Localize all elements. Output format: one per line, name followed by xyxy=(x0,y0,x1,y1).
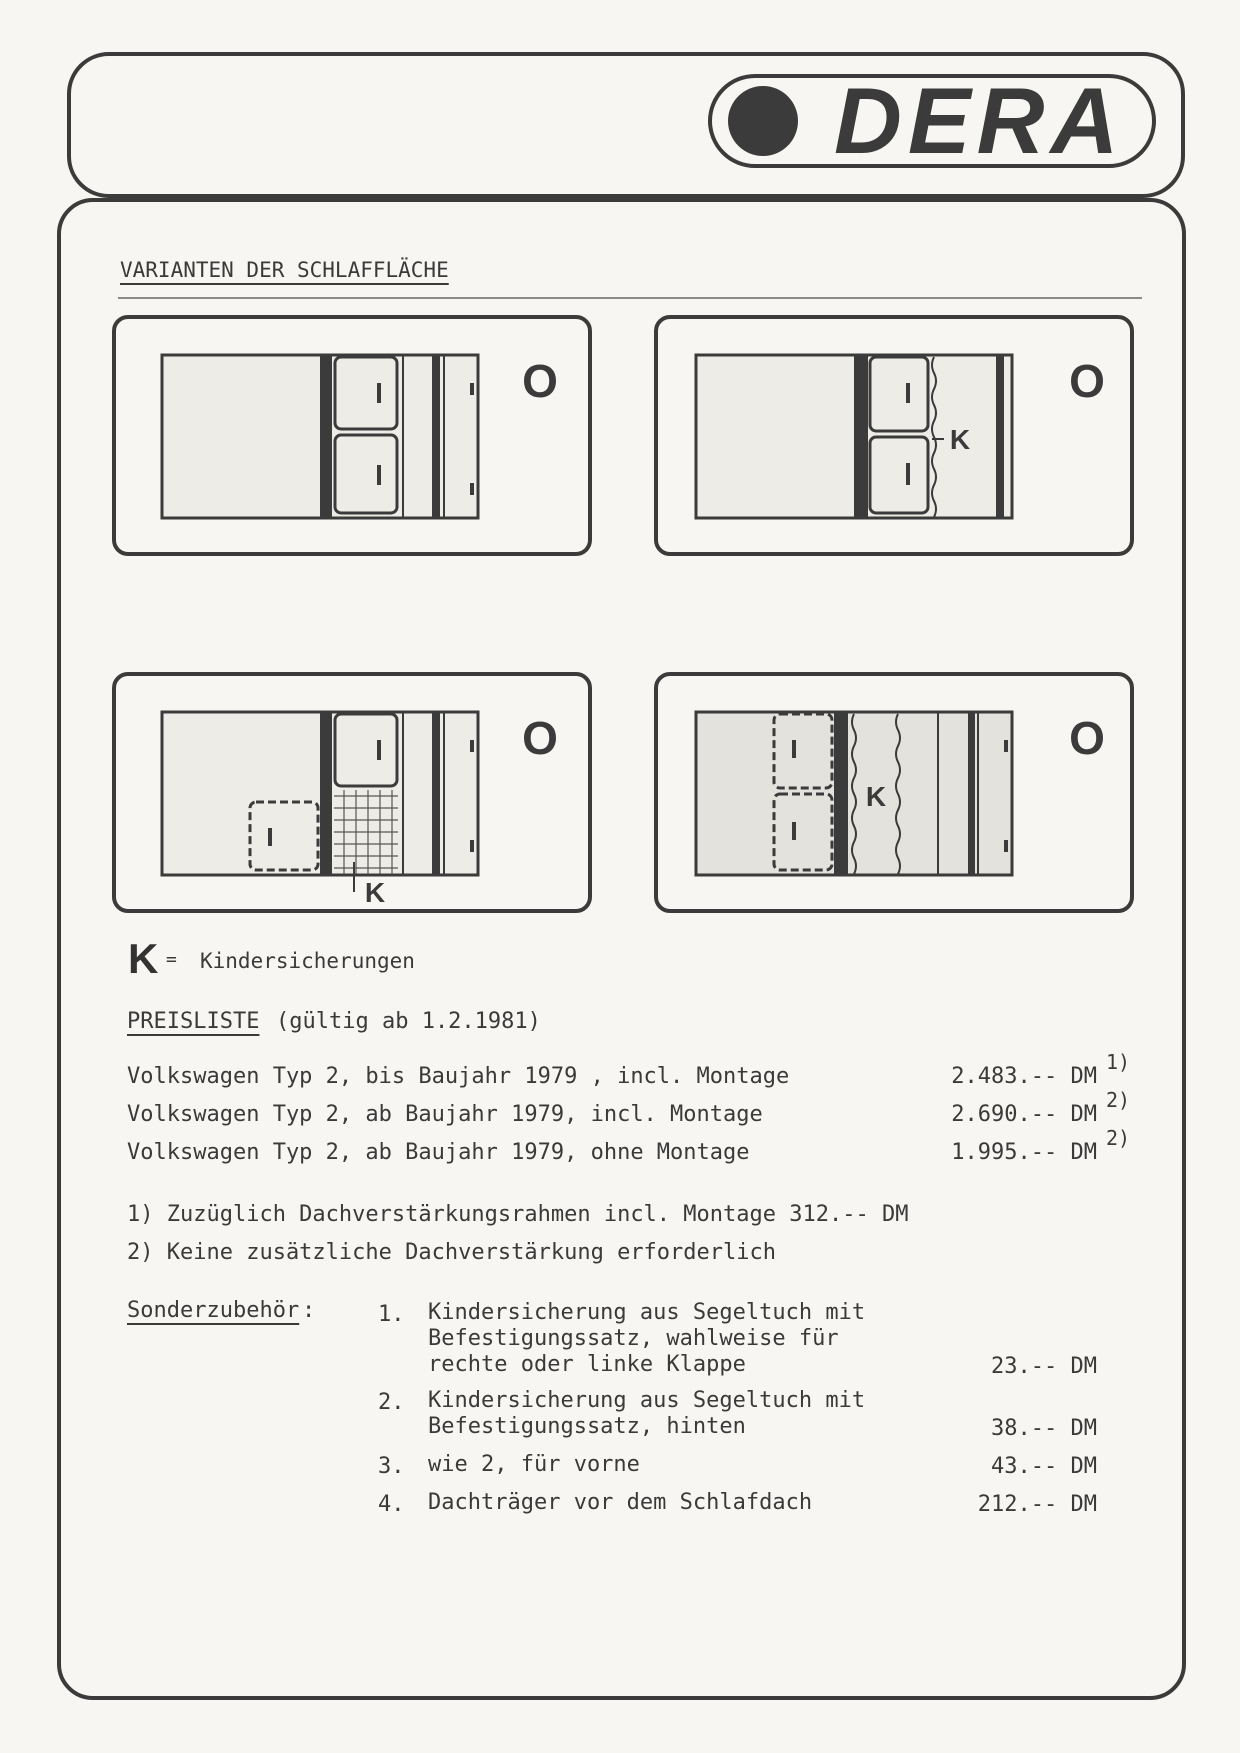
accessory-3-price: 43.-- DM xyxy=(991,1454,1097,1479)
legend-equals: = xyxy=(166,949,177,970)
content-frame xyxy=(57,198,1186,1700)
sleeping-area-diagram-2: K O xyxy=(654,315,1134,556)
accessory-1-number: 1. xyxy=(378,1302,405,1327)
sleeping-area-diagram-1: O xyxy=(112,315,592,556)
dera-logo: DERA xyxy=(708,74,1156,168)
accessory-1-line-3: rechte oder linke Klappe xyxy=(428,1352,746,1377)
price-row-3-text: Volkswagen Typ 2, ab Baujahr 1979, ohne … xyxy=(127,1140,750,1165)
footnote-1: 1) Zuzüglich Dachverstärkungsrahmen incl… xyxy=(127,1202,909,1227)
price-row-1-price: 2.483.-- DM xyxy=(951,1064,1097,1089)
section-divider xyxy=(118,297,1142,299)
sleeping-area-diagram-3: K O xyxy=(112,672,592,913)
accessory-1-price: 23.-- DM xyxy=(991,1354,1097,1379)
pricelist-validity: (gültig ab 1.2.1981) xyxy=(276,1009,541,1034)
legend-symbol: K xyxy=(128,935,159,982)
accessory-2-number: 2. xyxy=(378,1390,405,1415)
accessory-4-line-1: Dachträger vor dem Schlafdach xyxy=(428,1490,813,1515)
marker-o: O xyxy=(1069,355,1105,407)
price-row-2-note: 2) xyxy=(1106,1088,1131,1112)
pricelist-title: PREISLISTE xyxy=(127,1009,260,1034)
section-title: VARIANTEN DER SCHLAFFLÄCHE xyxy=(120,258,449,282)
footnote-2: 2) Keine zusätzliche Dachverstärkung erf… xyxy=(127,1240,777,1265)
accessories-label: Sonderzubehör xyxy=(127,1298,300,1323)
price-row-3-price: 1.995.-- DM xyxy=(951,1140,1097,1165)
marker-o: O xyxy=(522,712,558,764)
price-row-1-text: Volkswagen Typ 2, bis Baujahr 1979 , inc… xyxy=(127,1064,790,1089)
accessory-4-price: 212.-- DM xyxy=(977,1492,1097,1517)
k-label: K xyxy=(365,877,385,908)
accessory-4-number: 4. xyxy=(378,1492,405,1517)
sleeping-area-diagram-4: K O xyxy=(654,672,1134,913)
logo-dot-icon xyxy=(728,86,798,156)
accessory-1-line-1: Kindersicherung aus Segeltuch mit xyxy=(428,1300,866,1325)
price-row-3-note: 2) xyxy=(1106,1126,1131,1150)
accessory-1-line-2: Befestigungssatz, wahlweise für xyxy=(428,1326,839,1351)
accessory-2-price: 38.-- DM xyxy=(991,1416,1097,1441)
marker-o: O xyxy=(522,355,558,407)
k-label: K xyxy=(950,424,970,455)
price-row-2-price: 2.690.-- DM xyxy=(951,1102,1097,1127)
price-row-1-note: 1) xyxy=(1106,1050,1131,1074)
legend-text: Kindersicherungen xyxy=(200,949,415,973)
accessory-2-line-2: Befestigungssatz, hinten xyxy=(428,1414,746,1439)
header-frame xyxy=(67,52,1185,198)
accessory-3-number: 3. xyxy=(378,1454,405,1479)
logo-text: DERA xyxy=(834,68,1125,173)
marker-o: O xyxy=(1069,712,1105,764)
accessory-3-line-1: wie 2, für vorne xyxy=(428,1452,640,1477)
k-label: K xyxy=(866,781,886,812)
accessories-colon: : xyxy=(302,1298,316,1323)
price-row-2-text: Volkswagen Typ 2, ab Baujahr 1979, incl.… xyxy=(127,1102,763,1127)
accessory-2-line-1: Kindersicherung aus Segeltuch mit xyxy=(428,1388,866,1413)
